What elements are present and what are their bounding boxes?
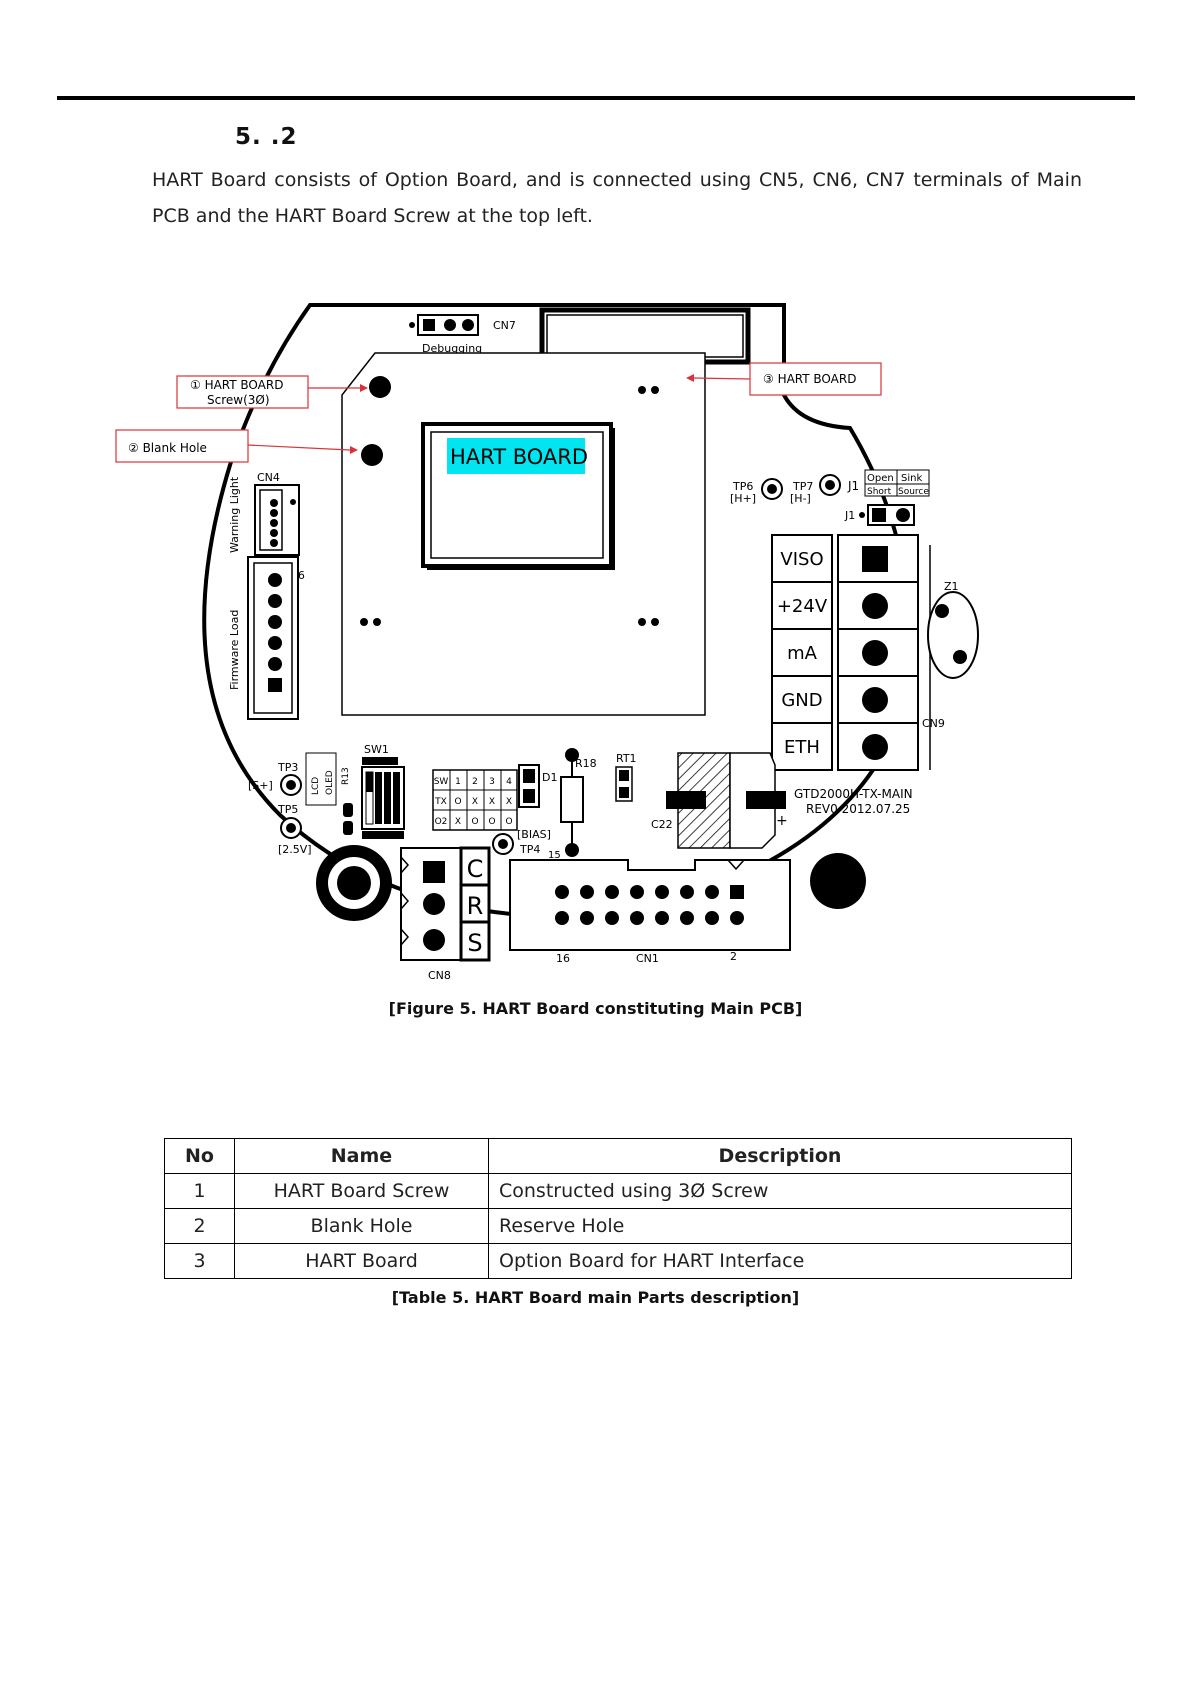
cn9-terminal: VISO +24V mA GND ETH [771, 534, 931, 771]
tp6-label: TP6 [732, 480, 753, 493]
j1-label: J1 [847, 479, 859, 493]
callout-board: ③ HART BOARD [763, 372, 856, 386]
table-caption: [Table 5. HART Board main Parts descript… [391, 1288, 800, 1307]
tp3-sub: [S+] [248, 779, 273, 792]
col-description: Description [488, 1138, 1072, 1174]
cn8-label: CN8 [428, 969, 451, 982]
j1-open: Open [867, 473, 894, 484]
hart-board-highlight [447, 438, 585, 474]
rt1-label: RT1 [616, 752, 637, 765]
col-name: Name [234, 1138, 489, 1174]
svg-text:3: 3 [489, 777, 495, 787]
j1-source: Source [898, 487, 929, 497]
cell-no: 1 [164, 1173, 235, 1209]
svg-text:2: 2 [472, 777, 478, 787]
r18-label: R18 [575, 757, 597, 770]
bias-label: [BIAS] [517, 828, 551, 841]
svg-text:O: O [488, 817, 495, 827]
pin15-label: 15 [548, 850, 561, 861]
pin2-label: 2 [730, 950, 737, 963]
hart-board-label: HART BOARD [450, 445, 588, 469]
cell-description: Reserve Hole [488, 1208, 1072, 1244]
svg-text:1: 1 [455, 777, 461, 787]
svg-text:X: X [489, 797, 495, 807]
sw1-label: SW1 [364, 743, 389, 756]
svg-text:O: O [454, 797, 461, 807]
table-row: 3 HART Board Option Board for HART Inter… [164, 1243, 1072, 1279]
crs-c: C [467, 855, 484, 883]
r13-label: R13 [341, 767, 351, 785]
mounting-hole [810, 853, 866, 909]
j1b-label: J1 [844, 509, 855, 522]
firmware-load-label: Firmware Load [228, 610, 241, 690]
screw-hole [369, 376, 391, 398]
cn9-label: CN9 [922, 717, 945, 730]
section-heading: 5. .2 [235, 124, 298, 150]
z1-label: Z1 [944, 580, 959, 593]
blank-hole [361, 444, 383, 466]
model-label: GTD2000H-TX-MAIN [794, 787, 913, 801]
oled-label: OLED [325, 770, 335, 795]
tp3-label: TP3 [277, 761, 298, 774]
figure-caption: [Figure 5. HART Board constituting Main … [388, 999, 803, 1018]
table-header-row: No Name Description [164, 1138, 1072, 1174]
cell-description: Constructed using 3Ø Screw [488, 1173, 1072, 1209]
header-rule [57, 96, 1135, 100]
tp6-sub: [H+] [730, 492, 756, 505]
c22-plus: + [776, 813, 788, 829]
pin16-label: 16 [556, 952, 570, 965]
callout-screw: ① HART BOARD [190, 378, 283, 392]
svg-text:4: 4 [506, 777, 512, 787]
tp7-sub: [H-] [790, 492, 811, 505]
svg-text:O2: O2 [435, 817, 448, 827]
sw-table: SW 1 2 3 4 TX O X X X O2 X O O O [432, 769, 518, 831]
j1-sink: Sink [901, 473, 922, 484]
c22-label: C22 [651, 818, 673, 831]
cn9-24v: +24V [777, 596, 828, 617]
lcd-label: LCD [311, 777, 321, 795]
cell-description: Option Board for HART Interface [488, 1243, 1072, 1279]
tp5-label: TP5 [277, 803, 298, 816]
parts-table: No Name Description 1 HART Board Screw C… [164, 1138, 1072, 1279]
cell-name: Blank Hole [234, 1208, 489, 1244]
svg-text:TX: TX [434, 797, 447, 807]
pcb-figure: CN7 Debugging HART BOARD ① HART BOARD Sc… [110, 295, 1010, 995]
callout-screw-sub: Screw(3Ø) [207, 393, 270, 407]
cell-name: HART Board [234, 1243, 489, 1279]
table-row: 1 HART Board Screw Constructed using 3Ø … [164, 1173, 1072, 1209]
j1-short: Short [867, 487, 892, 497]
warning-light-label: Warning Light [228, 476, 241, 553]
cn9-eth: ETH [784, 737, 820, 758]
debugging-label: Debugging [422, 342, 482, 355]
cell-name: HART Board Screw [234, 1173, 489, 1209]
rev-label: REV0 2012.07.25 [806, 802, 910, 816]
cn9-gnd: GND [781, 690, 822, 711]
cn1-label: CN1 [636, 952, 659, 965]
svg-text:X: X [472, 797, 478, 807]
cn7-label: CN7 [493, 319, 516, 332]
cell-no: 2 [164, 1208, 235, 1244]
tp7-label: TP7 [792, 480, 813, 493]
crs-r: R [467, 892, 484, 920]
callout-blank: ② Blank Hole [128, 441, 207, 455]
tp4-label: TP4 [519, 843, 540, 856]
cn4-label: CN4 [257, 471, 280, 484]
cn9-ma: mA [787, 643, 818, 664]
intro-paragraph: HART Board consists of Option Board, and… [152, 169, 1082, 227]
svg-text:X: X [455, 817, 461, 827]
col-no: No [164, 1138, 235, 1174]
cn9-viso: VISO [780, 549, 823, 570]
d1-label: D1 [542, 771, 557, 784]
cell-no: 3 [164, 1243, 235, 1279]
table-row: 2 Blank Hole Reserve Hole [164, 1208, 1072, 1244]
svg-text:O: O [471, 817, 478, 827]
tp5-sub: [2.5V] [278, 843, 312, 856]
svg-text:X: X [506, 797, 512, 807]
svg-text:O: O [505, 817, 512, 827]
svg-text:SW: SW [434, 777, 449, 787]
pcb-diagram: CN7 Debugging HART BOARD ① HART BOARD Sc… [115, 303, 979, 982]
crs-s: S [467, 929, 482, 957]
